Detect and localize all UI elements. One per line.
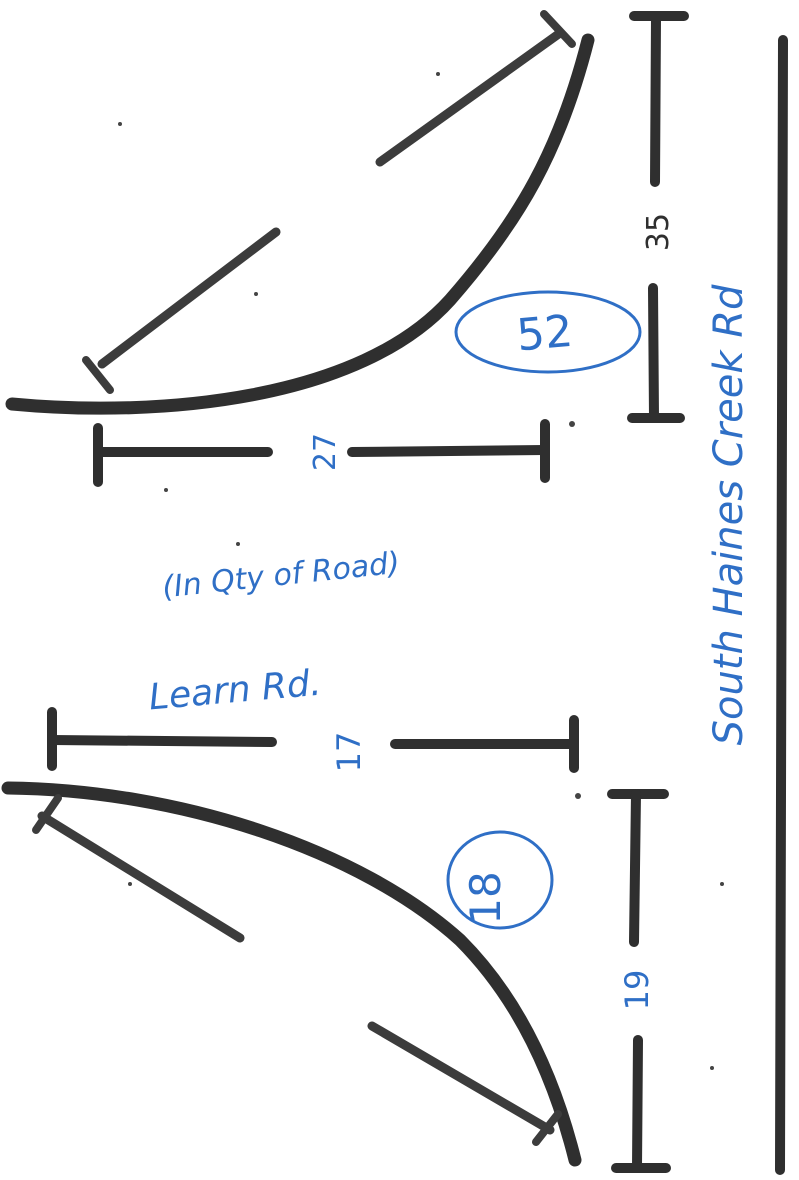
main-road-label: South Haines Creek Rd — [706, 284, 752, 745]
dimension-label-19: 19 — [618, 970, 656, 1011]
upper-tick-top — [540, 10, 576, 48]
upper-tangent-line-top — [375, 28, 565, 167]
lower-flare — [1, 781, 582, 1167]
upper-tick-bottom — [82, 356, 114, 394]
dimension-label-17: 17 — [330, 732, 368, 773]
upper-flare — [5, 10, 595, 415]
dimension-lower-width: 17 — [47, 707, 579, 773]
dimension-upper-top: 35 — [627, 11, 689, 423]
lower-tangent-line-bottom — [367, 1021, 555, 1135]
dimension-lower-bottom: 19 — [607, 789, 671, 1173]
circled-value-upper: 52 — [454, 290, 642, 374]
circled-value-lower: 18 — [446, 830, 554, 930]
pencil-specks — [118, 72, 724, 1070]
dimension-label-27: 27 — [308, 433, 343, 471]
road-edge-line — [775, 35, 788, 1175]
lower-flare-curve — [1, 781, 582, 1167]
lower-tick-bottom — [532, 1110, 562, 1146]
dimension-upper-width: 27 — [93, 419, 550, 487]
upper-tangent-line-bottom — [97, 227, 281, 369]
dimension-label-35: 35 — [641, 213, 676, 251]
lower-tangent-line-top — [37, 811, 245, 943]
circled-value-18: 18 — [461, 871, 510, 924]
upper-flare-curve — [5, 33, 595, 415]
side-road-label: Learn Rd. — [147, 663, 323, 719]
lower-tick-top — [32, 794, 62, 834]
circled-value-52: 52 — [515, 306, 575, 362]
quantity-note: (In Qty of Road) — [161, 546, 402, 606]
